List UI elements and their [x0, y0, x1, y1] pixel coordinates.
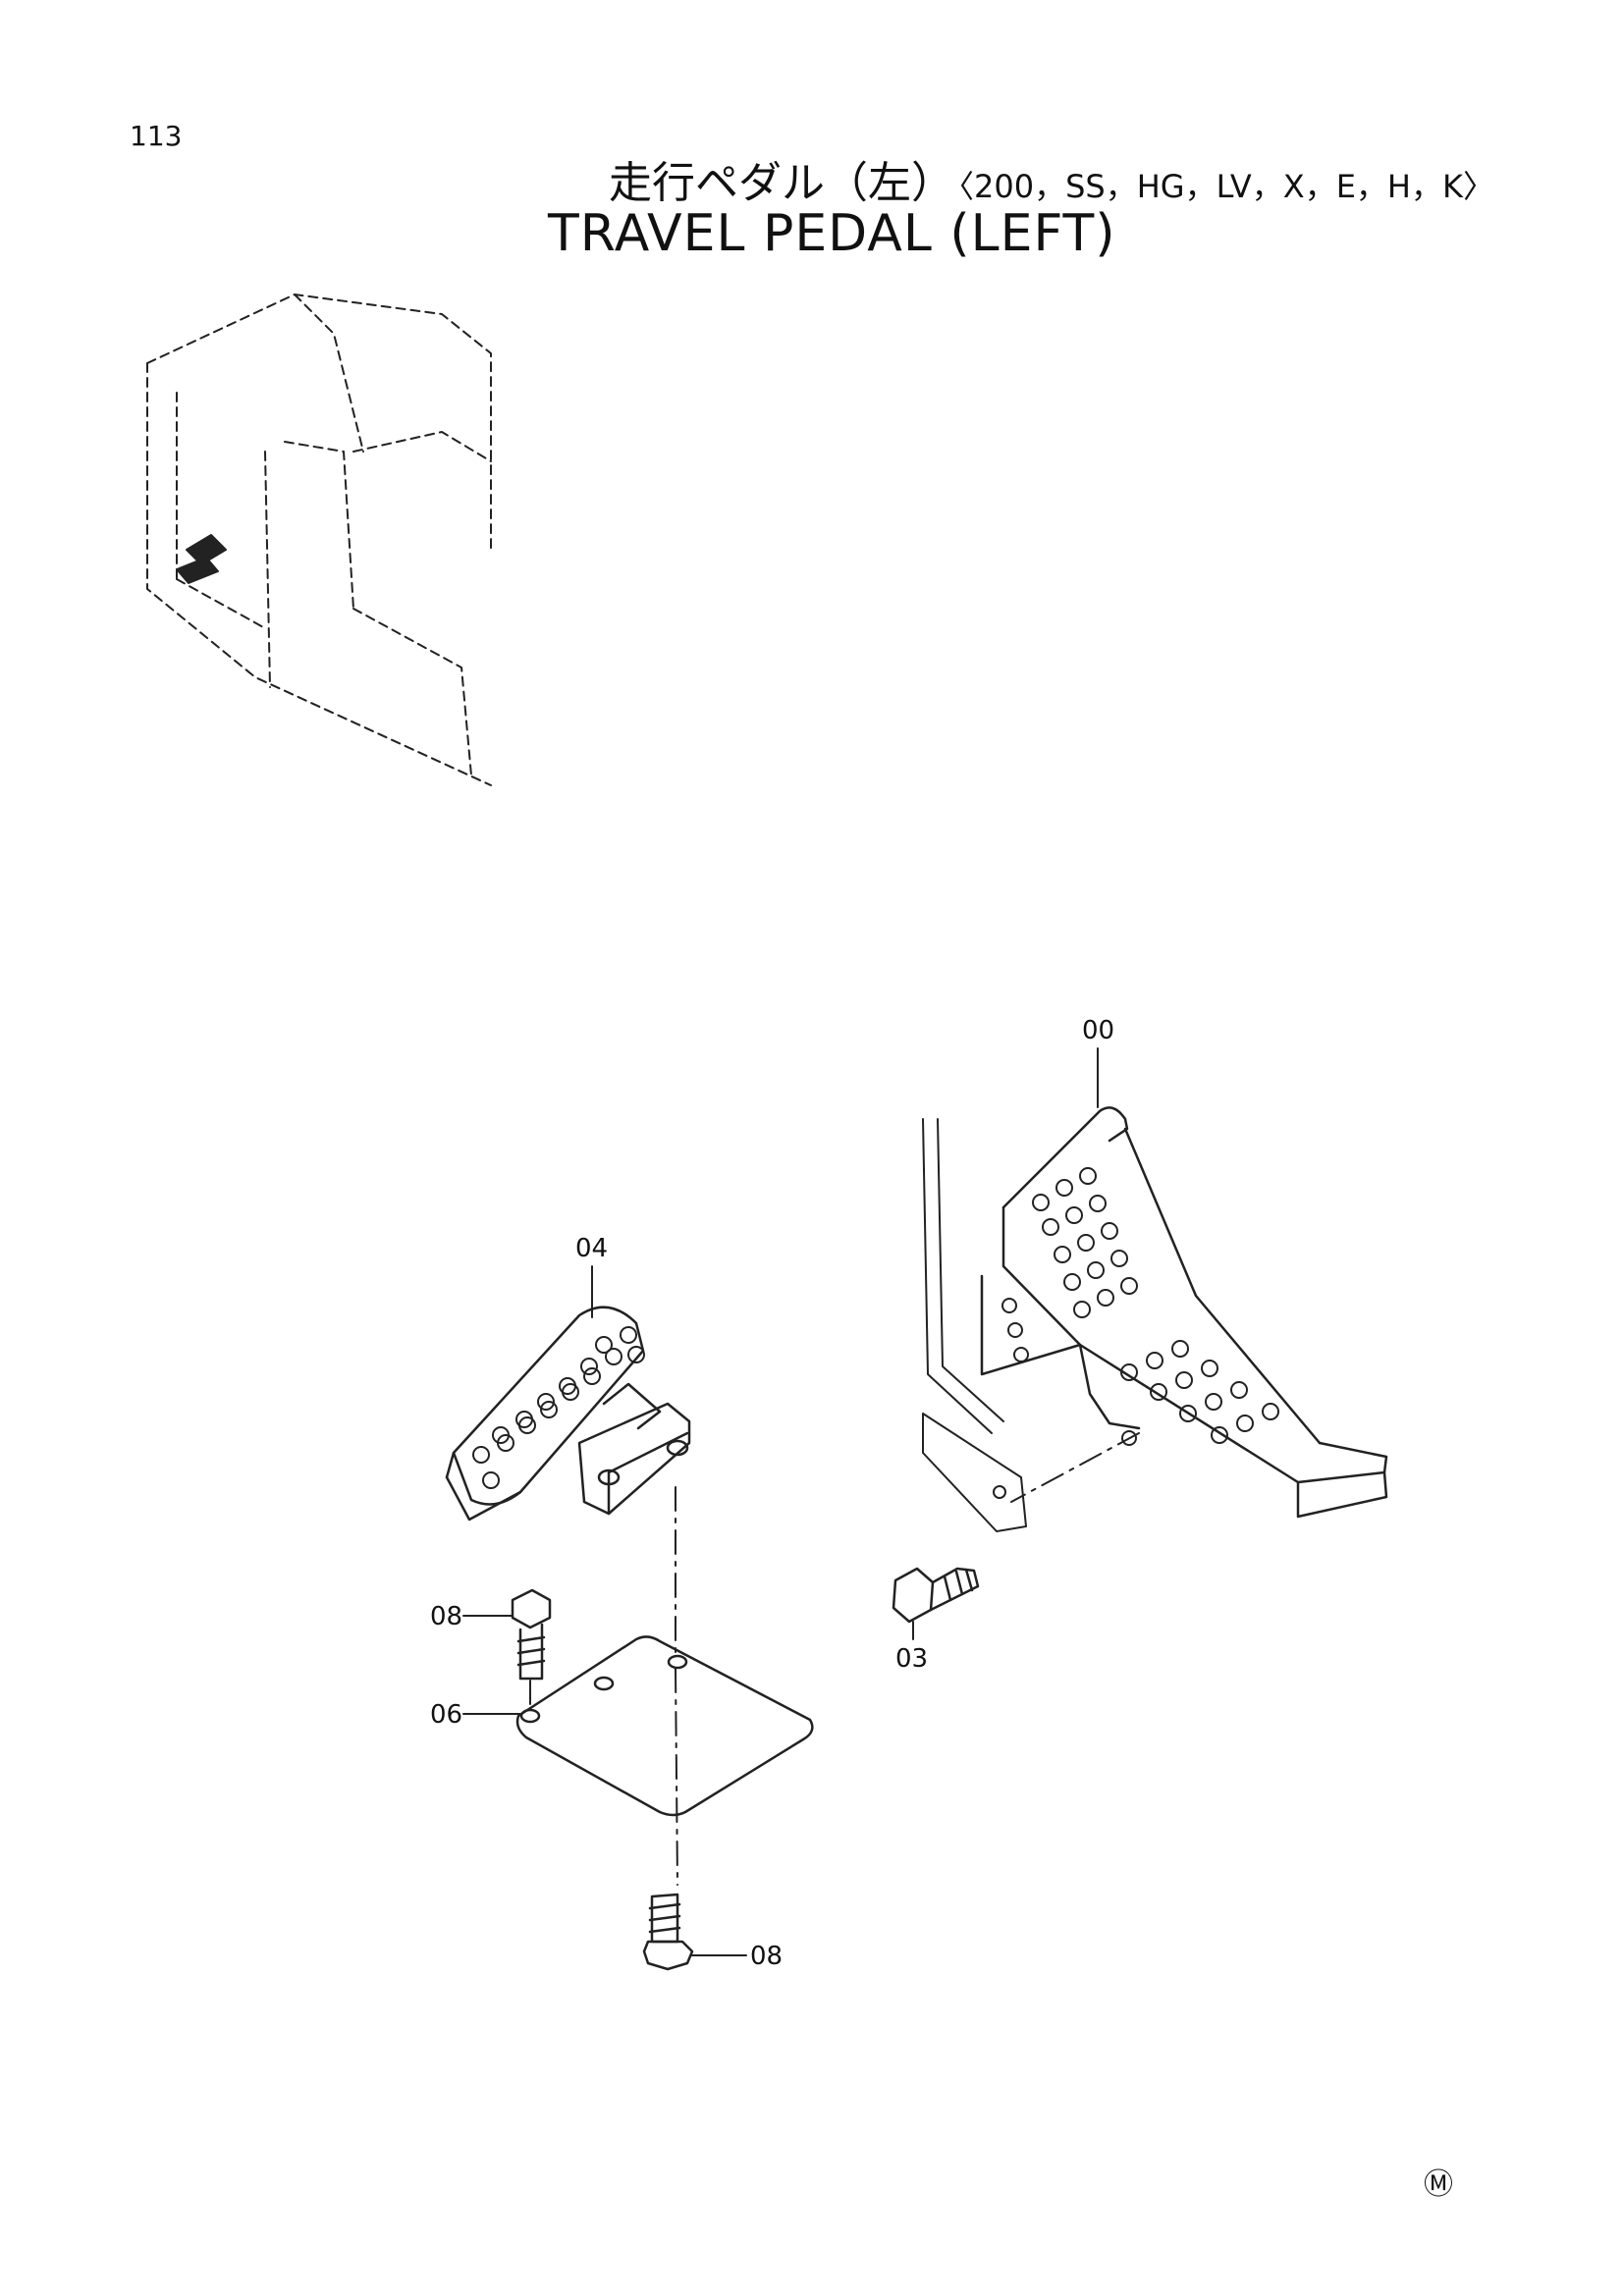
axis-line-04: [529, 1486, 678, 1886]
manufacturer-mark: Ⓜ: [1424, 2167, 1453, 2202]
callout-06: 06: [430, 1700, 462, 1730]
pedal-lever-00: [980, 1106, 1388, 1519]
leader-lines: [462, 1047, 1099, 1956]
mount-frame: [922, 1118, 1027, 1532]
bolt-08-bottom: [642, 1893, 694, 1971]
title-japanese-text: 走行ペダル（左）: [609, 158, 954, 208]
bolt-08-top: [511, 1588, 552, 1681]
cab-overview: [146, 294, 492, 786]
bolt-03: [892, 1567, 980, 1624]
pedal-04-holes: [472, 1326, 645, 1489]
cab-pedal-marker: [176, 534, 227, 584]
callout-00: 00: [1082, 1016, 1114, 1045]
plate-06: [515, 1635, 814, 1817]
callout-08-top: 08: [430, 1602, 462, 1631]
title-english: TRAVEL PEDAL (LEFT): [548, 204, 1116, 263]
callout-03: 03: [895, 1644, 928, 1674]
model-list: 〈200，SS，HG，LV，X，E，H，K〉: [958, 168, 1494, 205]
page-number: 113: [130, 120, 183, 152]
callout-08-bottom: 08: [750, 1942, 783, 1971]
callout-04: 04: [575, 1234, 608, 1263]
title-japanese: 走行ペダル（左）〈200，SS，HG，LV，X，E，H，K〉: [609, 147, 1494, 210]
axis-line-00: [1010, 1432, 1140, 1503]
pedal-lever-00-holes: [1001, 1167, 1279, 1446]
pedal-04: [445, 1306, 691, 1522]
